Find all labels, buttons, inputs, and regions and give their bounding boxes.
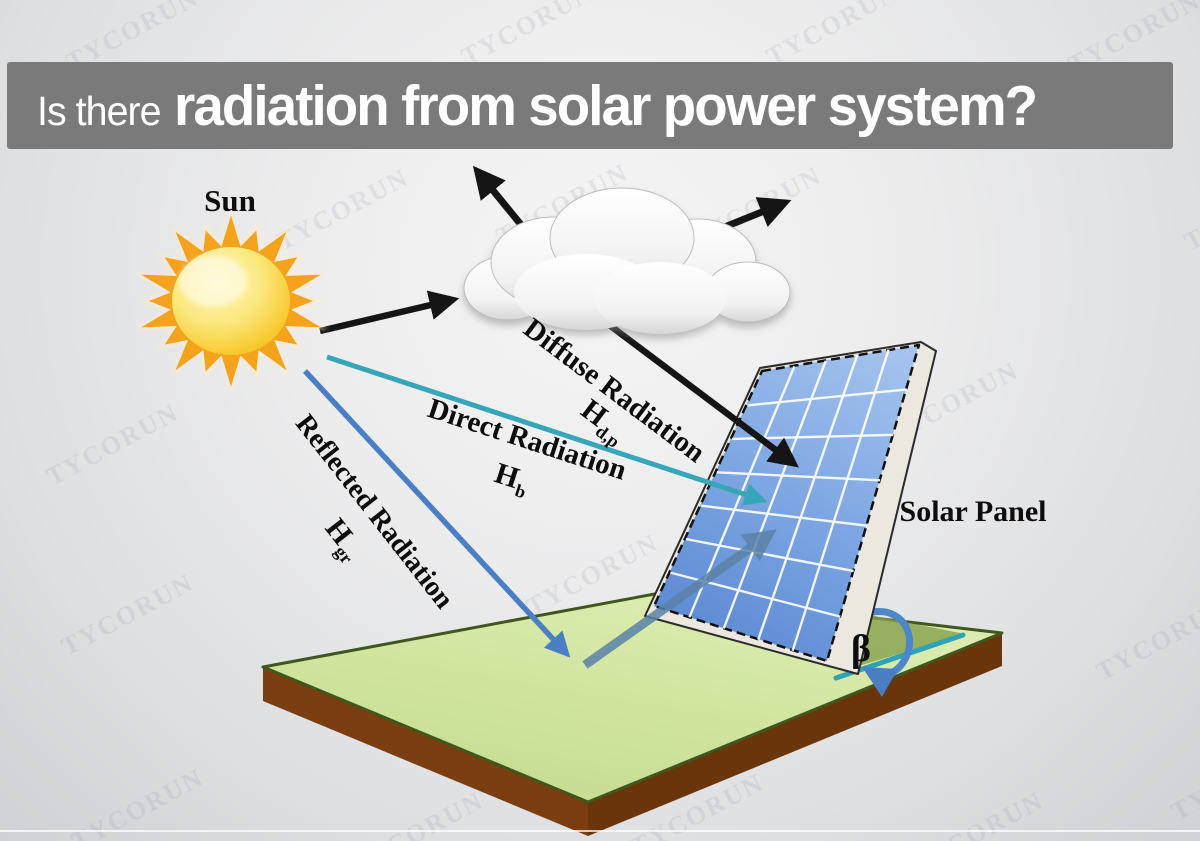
beta-angle-arrow xyxy=(862,608,914,697)
diffuse-ray-line xyxy=(590,309,799,468)
bottom-divider xyxy=(0,830,1200,832)
title-prefix: Is there xyxy=(37,87,162,134)
sun-to-cloud-arrow xyxy=(319,290,460,335)
reflected-ray-down xyxy=(302,369,571,658)
sun-highlight xyxy=(179,255,247,307)
panel-face xyxy=(652,343,921,663)
solar-panel xyxy=(644,341,937,675)
title-emphasis: radiation from solar power system? xyxy=(174,73,1038,138)
page-title: Is there radiation from solar power syst… xyxy=(37,73,1038,139)
reflected-ray-up xyxy=(582,529,777,669)
direct-ray-line xyxy=(326,354,768,506)
solar-panel-label: Solar Panel xyxy=(899,495,1047,528)
cloud xyxy=(463,187,791,334)
ground-side-right xyxy=(588,633,1002,836)
ground-side-left xyxy=(263,667,588,836)
beta-angle-label: β xyxy=(850,628,872,670)
title-banner: Is there radiation from solar power syst… xyxy=(7,62,1173,149)
sun xyxy=(133,207,329,395)
sun-label: Sun xyxy=(204,183,256,218)
